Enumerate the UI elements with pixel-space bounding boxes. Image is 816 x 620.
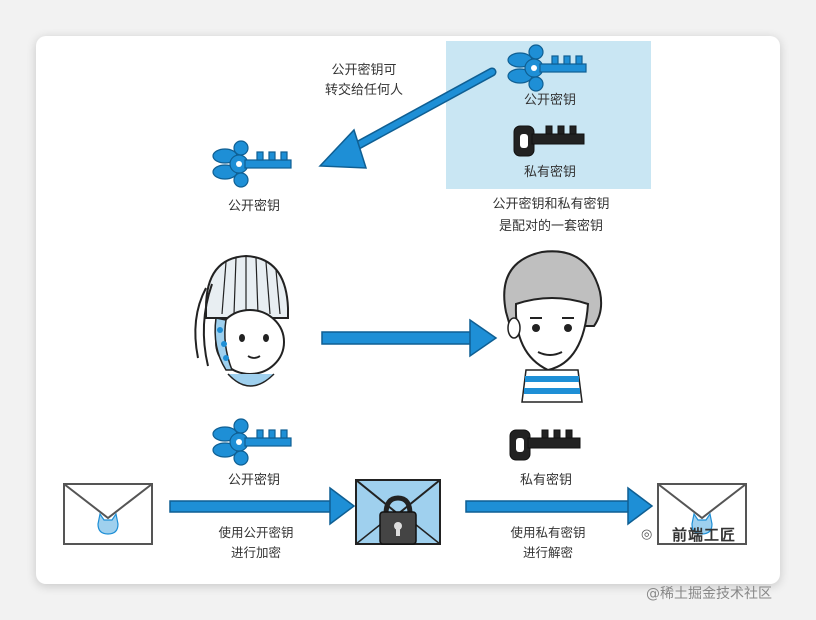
private-key-icon xyxy=(513,125,585,157)
diagram-card: 公开密钥 私有密钥 公开密钥可 转交给任何人 xyxy=(36,36,780,584)
public-key-box-label: 公开密钥 xyxy=(523,93,576,108)
wechat-icon: ◎ xyxy=(641,527,653,542)
site-watermark: @稀土掘金技术社区 xyxy=(646,586,772,602)
private-key-bottom-label: 私有密钥 xyxy=(519,473,572,488)
encrypt-caption-line2: 进行加密 xyxy=(230,545,281,560)
give-key-caption-line1: 公开密钥可 xyxy=(331,63,397,78)
public-key-bottom-label: 公开密钥 xyxy=(227,473,280,488)
account-watermark: 前端工匠 xyxy=(672,526,737,544)
encrypt-caption-line1: 使用公开密钥 xyxy=(218,525,294,540)
give-key-arrow xyxy=(318,67,497,169)
envelope-icon xyxy=(657,483,747,545)
decrypt-arrow xyxy=(465,486,654,526)
public-key-left-label: 公开密钥 xyxy=(227,199,280,214)
public-key-icon xyxy=(212,140,292,188)
girl-illustration xyxy=(194,254,289,387)
private-key-icon xyxy=(509,429,581,461)
envelope-icon xyxy=(63,483,153,545)
pair-caption-line2: 是配对的一套密钥 xyxy=(498,219,603,234)
public-key-icon xyxy=(212,418,292,466)
give-key-caption-line2: 转交给任何人 xyxy=(324,83,403,98)
boy-illustration xyxy=(503,250,603,403)
pair-caption-line1: 公开密钥和私有密钥 xyxy=(492,197,610,212)
private-key-box-label: 私有密钥 xyxy=(523,165,576,180)
public-key-icon xyxy=(507,44,587,92)
locked-envelope-icon xyxy=(355,479,441,545)
decrypt-caption-line1: 使用私有密钥 xyxy=(510,525,586,540)
encrypt-arrow xyxy=(169,486,356,526)
send-arrow xyxy=(321,318,498,358)
decrypt-caption-line2: 进行解密 xyxy=(522,545,573,560)
